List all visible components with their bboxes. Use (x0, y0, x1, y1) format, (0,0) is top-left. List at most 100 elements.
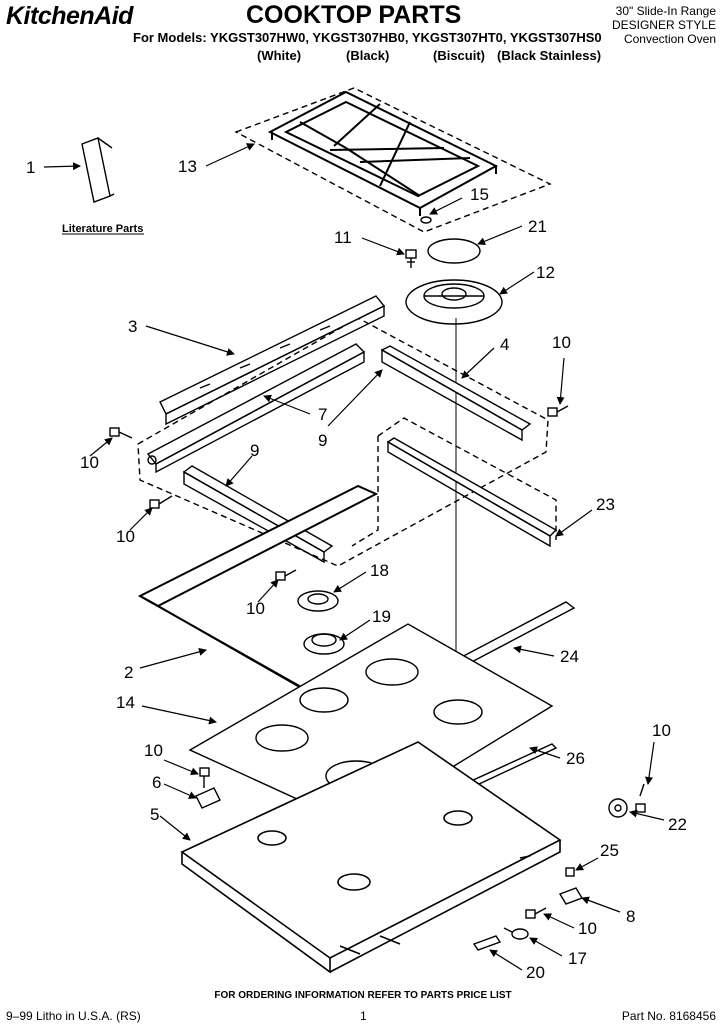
trim-outline-left (351, 436, 379, 547)
literature-booklet (81, 137, 115, 203)
callout-13: 13 (178, 157, 197, 176)
page-title: COOKTOP PARTS (246, 1, 462, 29)
leader-22 (629, 809, 665, 821)
burner-base (405, 279, 503, 325)
ordering-info: FOR ORDERING INFORMATION REFER TO PARTS … (214, 990, 512, 1001)
leader-24 (513, 645, 555, 657)
leader-17 (529, 937, 563, 957)
callout-6: 6 (152, 773, 161, 792)
brand-logo: KitchenAid (6, 2, 133, 30)
callout-10-left: 10 (80, 453, 99, 472)
screw-10d (275, 569, 297, 581)
range-oven: Convection Oven (623, 32, 716, 46)
leader-3 (145, 325, 235, 356)
callout-21: 21 (528, 217, 547, 236)
callout-11: 11 (334, 228, 352, 247)
model-color-white: (White) (257, 48, 302, 63)
screw-25 (565, 867, 575, 877)
callout-4: 4 (500, 335, 509, 354)
side-brace-right (380, 345, 532, 442)
callout-22: 22 (668, 815, 687, 834)
callout-2: 2 (124, 663, 133, 682)
leader-10-far (645, 741, 655, 785)
leader-10-mid (129, 507, 153, 531)
callout-25: 25 (600, 841, 619, 860)
burner-box (180, 741, 562, 974)
burner-grate (267, 90, 499, 216)
leader-5 (159, 815, 191, 841)
leader-10-center (257, 579, 279, 603)
screw-10g (525, 907, 547, 919)
callout-24: 24 (560, 647, 579, 666)
rear-vent-trim (159, 295, 386, 426)
callout-10-center: 10 (246, 599, 265, 618)
callout-23: 23 (596, 495, 615, 514)
leader-26 (529, 746, 561, 759)
spark-electrode-lead (503, 927, 513, 933)
leader-13 (205, 143, 255, 167)
grate-group-outline (234, 87, 552, 233)
callout-18: 18 (370, 561, 389, 580)
leader-10-right (556, 357, 565, 405)
callout-10-far: 10 (652, 721, 671, 740)
igniter-bracket (558, 887, 584, 905)
page-number: 1 (360, 1009, 367, 1023)
callout-20: 20 (526, 963, 545, 982)
callout-10-bottom: 10 (578, 919, 597, 938)
leader-10-bottom (543, 913, 575, 929)
igniter-switch (472, 935, 502, 951)
callout-10-mid: 10 (116, 527, 135, 546)
callout-10-lower: 10 (144, 741, 163, 760)
leader-1 (43, 162, 81, 171)
leader-10-left (89, 437, 113, 457)
side-trim-strip-edge (387, 440, 551, 548)
litho-info: 9–99 Litho in U.S.A. (RS) (6, 1009, 141, 1023)
callout-15: 15 (470, 185, 489, 204)
leader-19 (339, 619, 371, 641)
leader-25 (575, 857, 599, 871)
leader-2 (139, 647, 207, 669)
leader-15 (429, 197, 463, 215)
range-type: 30" Slide-In Range (615, 4, 716, 18)
leader-21 (477, 225, 523, 246)
burner-cap (427, 238, 481, 264)
burner-seal-inner (307, 593, 329, 605)
callout-14: 14 (116, 693, 135, 712)
model-color-black-stainless: (Black Stainless) (497, 48, 602, 63)
callout-7: 7 (318, 405, 327, 424)
burner-seal (297, 590, 339, 612)
leader-14 (141, 705, 217, 725)
leader-6 (163, 783, 197, 799)
screw-10e (199, 767, 210, 788)
spark-electrode (511, 928, 529, 940)
callout-9-mid: 9 (250, 441, 259, 460)
callout-1: 1 (26, 158, 35, 177)
mounting-clip (195, 787, 221, 809)
leader-20 (489, 949, 523, 971)
callout-3: 3 (128, 317, 137, 336)
screw-10f (635, 783, 646, 813)
callout-26: 26 (566, 749, 585, 768)
model-list: For Models: YKGST307HW0, YKGST307HB0, YK… (133, 30, 602, 45)
burner-head (303, 633, 345, 655)
range-style: DESIGNER STYLE (611, 18, 716, 32)
screw-11 (405, 249, 417, 268)
callout-10-right: 10 (552, 333, 571, 352)
leader-9-top (327, 369, 383, 427)
leader-9-mid (225, 455, 253, 487)
screw-10c (149, 495, 173, 509)
screw-10b (547, 405, 569, 417)
literature-parts-label: Literature Parts (62, 223, 143, 235)
callout-9-top: 9 (318, 431, 327, 450)
leader-10-lower (163, 759, 199, 776)
valve-knob (608, 798, 628, 818)
model-color-biscuit: (Biscuit) (433, 48, 485, 63)
burner-head-top (311, 633, 337, 647)
valve-knob-center (614, 804, 622, 812)
model-color-black: (Black) (346, 48, 390, 63)
leader-8 (581, 896, 621, 913)
leader-12 (499, 271, 535, 295)
screw-10a (109, 427, 133, 439)
trim-outline-top (377, 417, 557, 540)
